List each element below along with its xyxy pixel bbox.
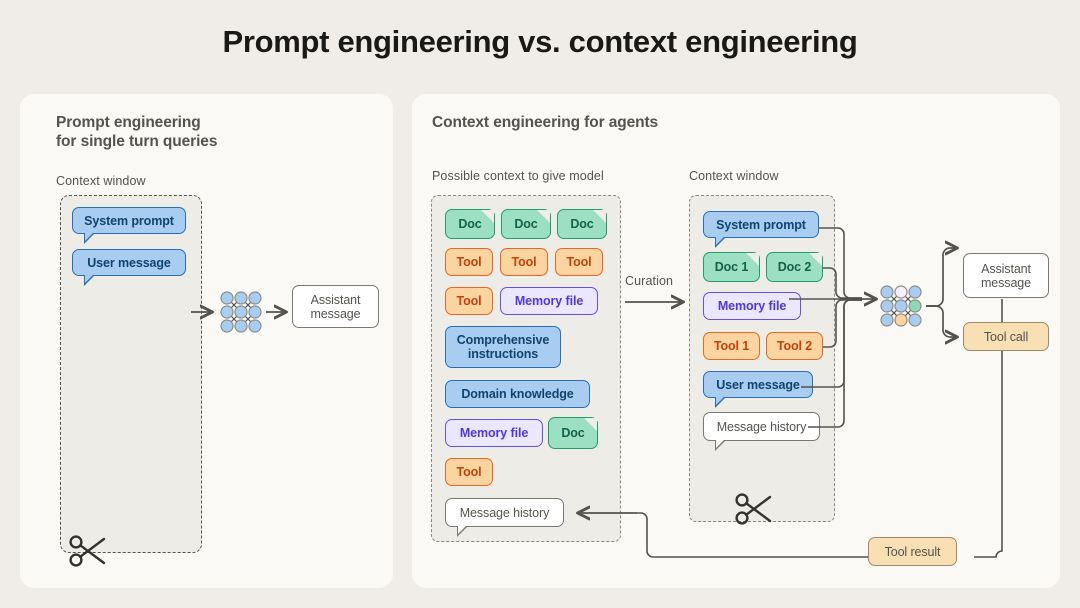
chip-message-history[interactable]: Message history <box>445 498 564 527</box>
bubble-tail-inner <box>716 440 724 448</box>
chip-memory-file[interactable]: Memory file <box>703 292 801 320</box>
chip-doc[interactable]: Doc <box>548 417 598 449</box>
neural-network-icon <box>218 289 264 335</box>
chip-tool[interactable]: Tool <box>445 287 493 315</box>
bubble-tail-inner <box>85 233 93 241</box>
page-title: Prompt engineering vs. context engineeri… <box>222 24 858 59</box>
chip-tool-2[interactable]: Tool 2 <box>766 332 823 360</box>
chip-tool[interactable]: Tool <box>555 248 603 276</box>
chip-message-history[interactable]: Message history <box>703 412 820 441</box>
chip-user-message[interactable]: User message <box>72 249 186 276</box>
chip-doc-1[interactable]: Doc 1 <box>703 252 760 282</box>
chip-tool-result[interactable]: Tool result <box>868 537 957 566</box>
chip-doc[interactable]: Doc <box>445 209 495 239</box>
chip-tool-call[interactable]: Tool call <box>963 322 1049 351</box>
bubble-tail-inner <box>458 526 466 534</box>
doc-fold-icon <box>481 210 494 223</box>
chip-system-prompt[interactable]: System prompt <box>72 207 186 234</box>
doc-fold-icon <box>809 253 822 266</box>
doc-fold-icon <box>746 253 759 266</box>
bubble-tail-inner <box>716 237 724 245</box>
possible-context-label: Possible context to give model <box>432 169 604 183</box>
chip-domain-knowledge[interactable]: Domain knowledge <box>445 380 590 408</box>
chip-tool[interactable]: Tool <box>445 458 493 486</box>
chip-memory-file[interactable]: Memory file <box>500 287 598 315</box>
doc-fold-icon <box>593 210 606 223</box>
panel-context-engineering: Context engineering for agents Possible … <box>412 94 1060 588</box>
left-panel-title: Prompt engineering for single turn queri… <box>56 114 218 150</box>
chip-system-prompt[interactable]: System prompt <box>703 211 819 238</box>
bubble-tail-inner <box>85 275 93 283</box>
chip-doc[interactable]: Doc <box>557 209 607 239</box>
chip-doc[interactable]: Doc <box>501 209 551 239</box>
chip-comprehensive-instructions[interactable]: Comprehensive instructions <box>445 326 561 368</box>
bubble-tail-inner <box>716 397 724 405</box>
neural-network-icon <box>878 283 924 329</box>
scissors-icon <box>734 492 778 531</box>
chip-memory-file[interactable]: Memory file <box>445 419 543 447</box>
chip-user-message[interactable]: User message <box>703 371 813 398</box>
scissors-icon <box>68 534 112 573</box>
chip-tool[interactable]: Tool <box>445 248 493 276</box>
doc-fold-icon <box>584 418 597 431</box>
chip-tool[interactable]: Tool <box>500 248 548 276</box>
panel-prompt-engineering: Prompt engineering for single turn queri… <box>20 94 393 588</box>
right-context-window-label: Context window <box>689 169 779 183</box>
chip-tool-1[interactable]: Tool 1 <box>703 332 760 360</box>
curation-label: Curation <box>625 274 674 288</box>
chip-assistant-message[interactable]: Assistant message <box>963 253 1049 298</box>
right-panel-title: Context engineering for agents <box>432 114 659 131</box>
left-context-window-label: Context window <box>56 174 146 188</box>
doc-fold-icon <box>537 210 550 223</box>
chip-assistant-message[interactable]: Assistant message <box>292 285 379 328</box>
chip-doc-2[interactable]: Doc 2 <box>766 252 823 282</box>
